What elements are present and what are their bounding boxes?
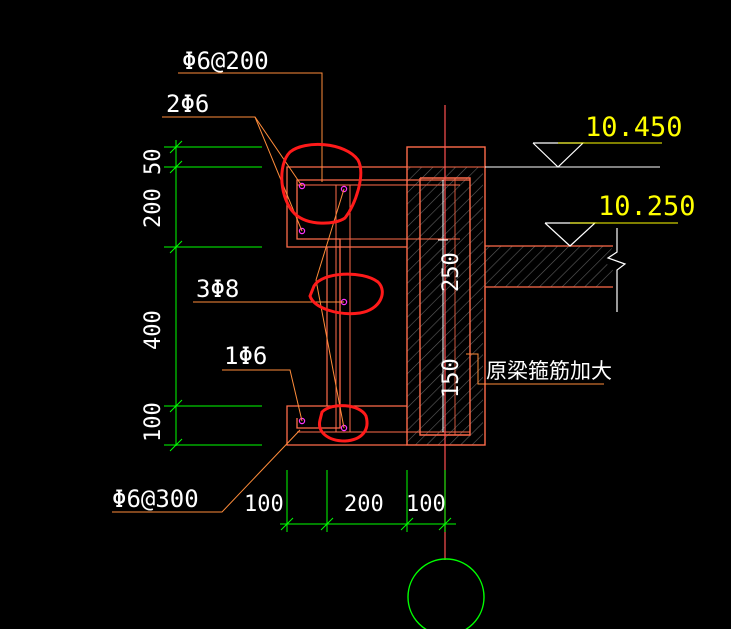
inner-dimensions — [438, 180, 448, 432]
markup-circle-middle — [308, 272, 384, 316]
label-bottom-bar: 1Φ6 — [224, 342, 267, 370]
dim-v-200: 200 — [141, 188, 166, 228]
slab-hatch-area — [483, 246, 613, 287]
dim-inner-150: 150 — [439, 358, 464, 398]
rebar-dot-bottom-left — [298, 417, 306, 425]
new-enlargement — [286, 166, 470, 446]
elevation-lower-text: 10.250 — [598, 191, 696, 222]
elevation-marks: 10.450 10.250 — [485, 112, 696, 247]
dim-h-200: 200 — [344, 492, 384, 517]
markup-circle-bottom — [318, 404, 369, 443]
rebar-dot-top-right — [340, 185, 348, 193]
existing-stirrup — [419, 177, 471, 436]
dim-h-100-left: 100 — [244, 492, 284, 517]
markup-circles — [280, 142, 384, 443]
label-top-stirrup: Φ6@200 — [182, 47, 269, 75]
enlargement-outline-top — [286, 166, 407, 248]
label-bottom-stirrup: Φ6@300 — [112, 485, 199, 513]
elevation-lower-triangle — [544, 222, 597, 247]
elevation-upper-triangle — [532, 142, 585, 168]
label-top-bars: 2Φ6 — [166, 90, 209, 118]
existing-beam — [406, 146, 627, 446]
rebar-dot-top-lower — [298, 227, 306, 235]
markup-circle-top — [280, 142, 363, 225]
dim-v-100: 100 — [141, 402, 166, 442]
slab-break-line — [606, 228, 627, 312]
dim-v-400: 400 — [141, 310, 166, 350]
axis-bubble — [407, 558, 485, 629]
dim-h-100-right: 100 — [406, 492, 446, 517]
elevation-upper-text: 10.450 — [585, 112, 683, 143]
leader-note — [466, 353, 604, 385]
label-note: 原梁箍筋加大 — [486, 359, 612, 383]
enlargement-outline-bottom — [286, 405, 407, 446]
leaders — [112, 72, 604, 513]
dim-v-50: 50 — [141, 149, 166, 176]
beam-outline — [406, 146, 486, 446]
leader-bottom-bar — [222, 369, 303, 422]
rebar-dot-top-left — [298, 182, 306, 190]
horizontal-dimensions — [280, 470, 456, 532]
leader-bottom-stirrup — [112, 429, 301, 513]
dim-inner-250: 250 — [439, 252, 464, 292]
label-mid-bars: 3Φ8 — [196, 275, 239, 303]
vertical-dimensions — [164, 140, 262, 452]
